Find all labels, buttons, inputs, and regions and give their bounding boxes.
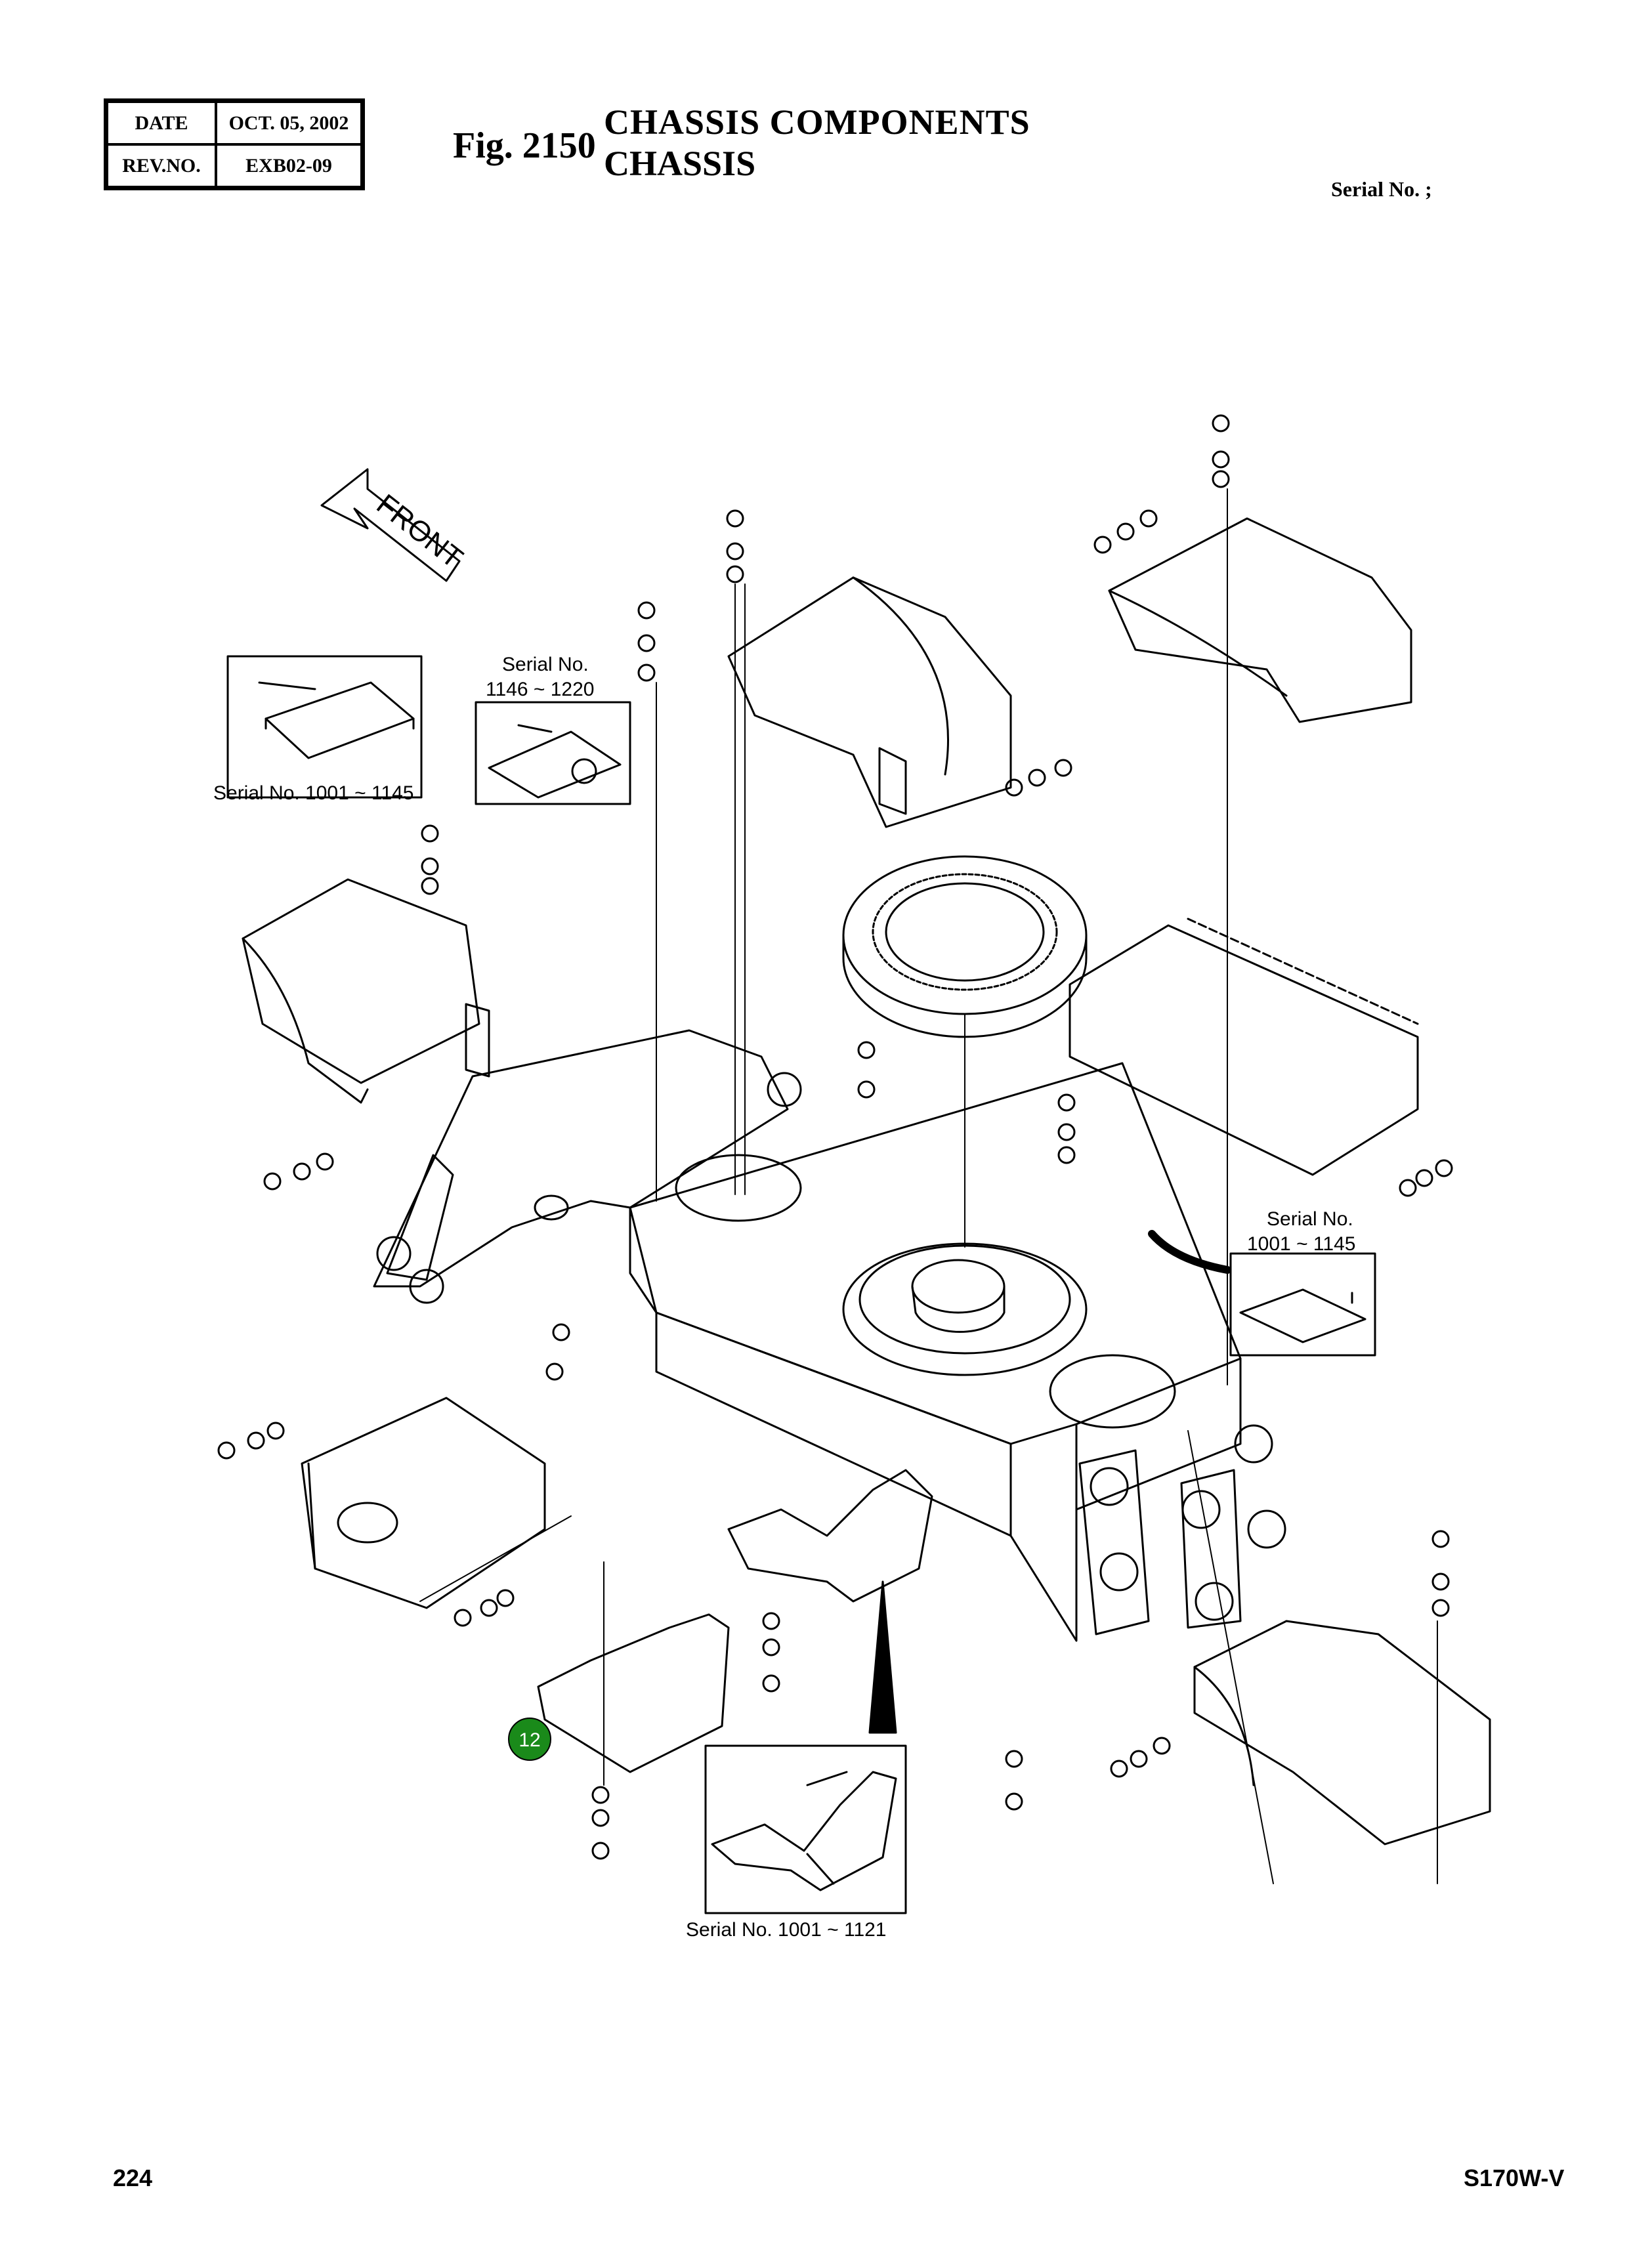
page-number: 224	[113, 2164, 153, 2191]
title-line-1: CHASSIS COMPONENTS	[604, 102, 1030, 142]
fender-front-right	[727, 576, 1012, 828]
figure-number: Fig. 2150	[453, 125, 596, 166]
serial-number-header: Serial No. ;	[1331, 177, 1432, 201]
front-arrow: FRONT	[320, 468, 469, 582]
pointer-wedge	[868, 1580, 897, 1734]
inset-plate-1146-1220	[475, 701, 631, 805]
under-guard	[537, 1469, 933, 1773]
model-number: S170W-V	[1464, 2164, 1565, 2191]
callout-12[interactable]: 12	[508, 1718, 551, 1761]
inset-a-label-1: Serial No.	[502, 654, 589, 675]
fender-rear-right	[1108, 517, 1412, 723]
front-arrow-label: FRONT	[371, 488, 469, 575]
step-box-left	[301, 1397, 546, 1609]
toolbox-right	[1069, 918, 1419, 1176]
chassis-frame	[629, 1062, 1286, 1642]
revision-box: DATE OCT. 05, 2002 REV.NO. EXB02-09	[104, 98, 365, 190]
inset-cover-1001-1145	[1229, 1252, 1376, 1357]
date-value: OCT. 05, 2002	[216, 102, 362, 144]
title-line-2: CHASSIS	[604, 144, 756, 183]
rev-value: EXB02-09	[216, 144, 362, 187]
inset-b-label: Serial No. 1001 ~ 1145	[213, 782, 414, 804]
callout-12-label: 12	[519, 1729, 540, 1751]
inset-c-label-1: Serial No.	[1267, 1208, 1353, 1230]
pointer-curve	[1148, 1230, 1231, 1274]
inset-guard-1001-1121	[704, 1744, 907, 1914]
fender-front-left	[242, 878, 490, 1104]
date-label: DATE	[107, 102, 216, 144]
swing-bearing	[842, 855, 1088, 1038]
inset-c-label-2: 1001 ~ 1145	[1247, 1233, 1355, 1255]
inset-d-label: Serial No. 1001 ~ 1121	[686, 1919, 887, 1941]
inset-plate-1001-1145	[226, 655, 423, 799]
leader-lines	[419, 488, 1438, 1884]
fender-rear-left	[1193, 1620, 1491, 1846]
rev-label: REV.NO.	[107, 144, 216, 187]
inset-a-label-2: 1146 ~ 1220	[486, 679, 594, 700]
front-arm	[373, 1029, 802, 1304]
fasteners	[217, 414, 1453, 1860]
